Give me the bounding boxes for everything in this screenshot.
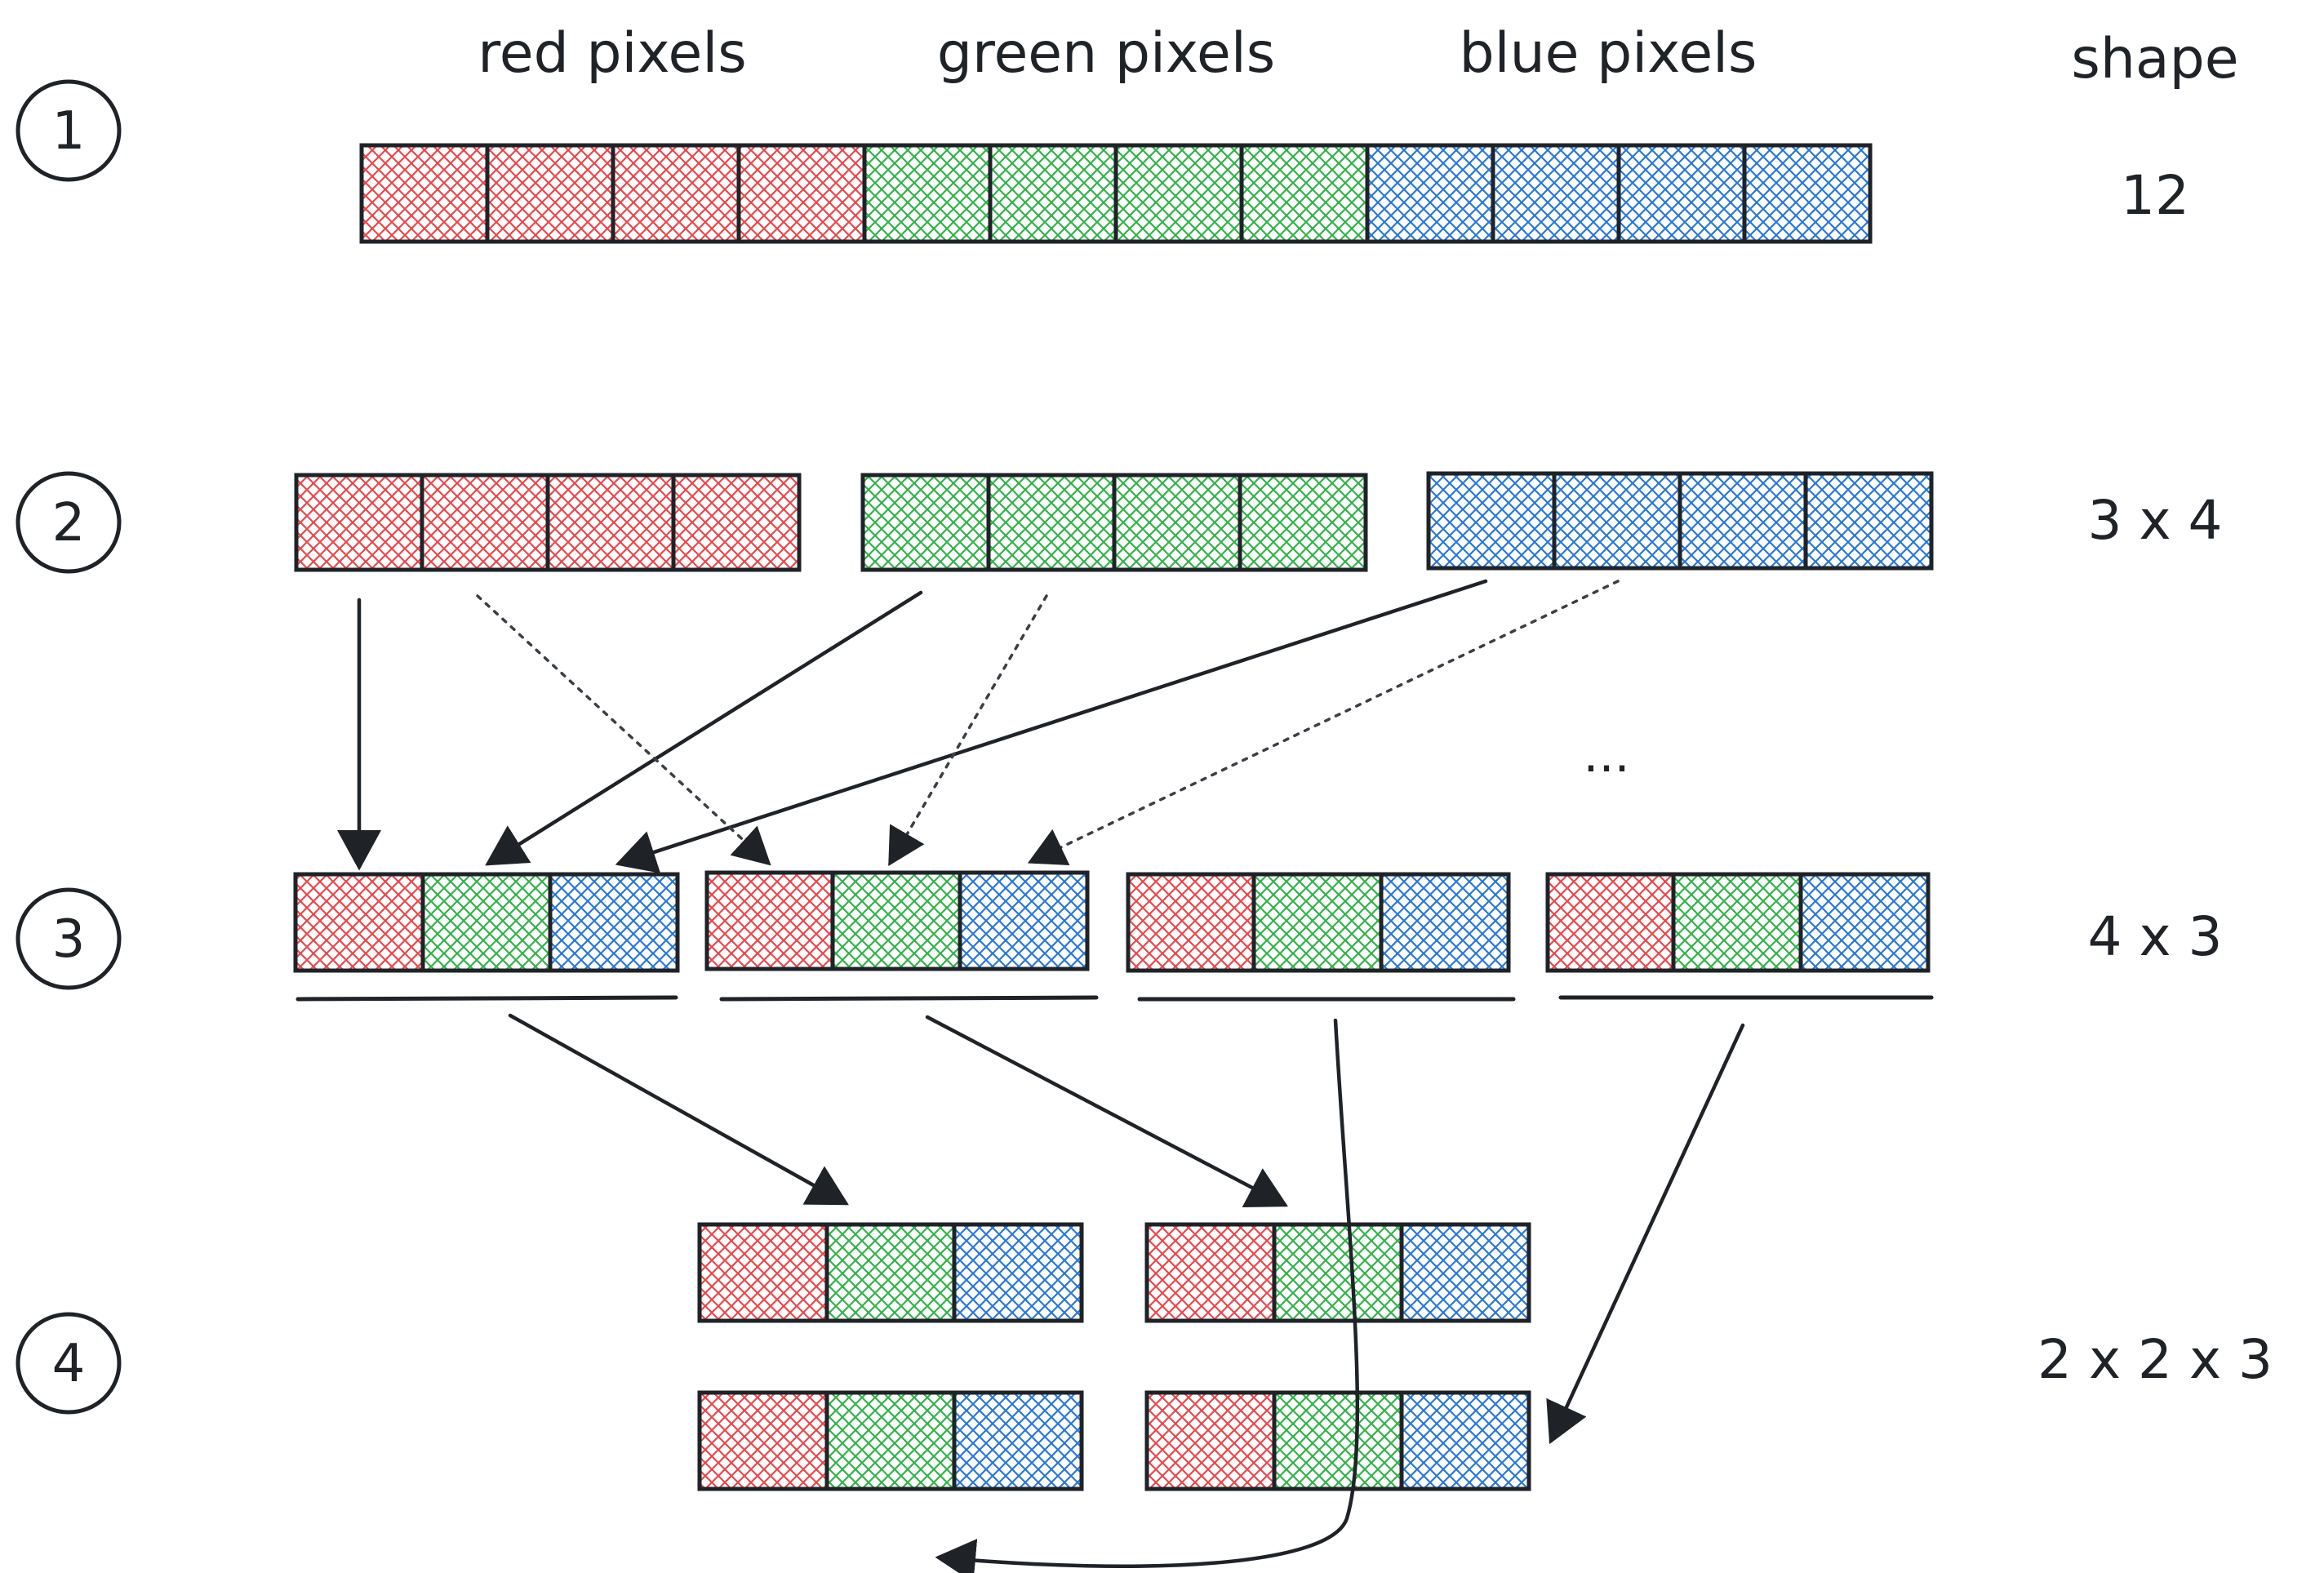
pixel-blue xyxy=(1742,143,1873,244)
row-3-pixel-group xyxy=(1126,872,1516,1002)
pixel-red xyxy=(294,473,424,572)
dotted-arrow-red-to-second-pixel xyxy=(476,594,771,866)
row-4-pixel-group xyxy=(1144,1390,1531,1491)
step-3-number: 3 xyxy=(52,909,86,970)
pixel-blue xyxy=(1399,1222,1531,1323)
row-2-green-channel xyxy=(860,473,1368,572)
row-3-pixel-group xyxy=(704,870,1099,1002)
pixel-green xyxy=(1251,872,1384,973)
pixel-green xyxy=(986,473,1117,572)
pixel-blue xyxy=(958,870,1090,971)
column-label-green: green pixels xyxy=(937,21,1275,86)
pixel-blue xyxy=(1552,471,1682,571)
dotted-arrows-row2-to-row3 xyxy=(476,580,1620,867)
column-label-blue: blue pixels xyxy=(1460,21,1757,86)
pixel-red xyxy=(293,872,425,973)
shape-label-step-1: 12 xyxy=(2121,164,2189,227)
step-2-marker: 2 xyxy=(16,471,122,574)
pixel-red xyxy=(1545,872,1676,973)
step-1-number: 1 xyxy=(52,101,86,162)
step-4-marker: 4 xyxy=(16,1312,122,1415)
pixel-red xyxy=(359,143,490,244)
pixel-green xyxy=(1238,473,1368,572)
arrow-blue-to-first-pixel xyxy=(615,579,1488,873)
arrow-group-3-to-grid xyxy=(935,1018,1360,1573)
pixel-red xyxy=(697,1390,829,1491)
arrow-group-2-to-grid xyxy=(925,1015,1288,1207)
row-2-blue-channel xyxy=(1426,471,1934,571)
step-1-marker: 1 xyxy=(16,79,122,182)
pixel-green xyxy=(1671,872,1803,973)
shape-label-step-4: 2 x 2 x 3 xyxy=(2037,1328,2273,1391)
pixel-green xyxy=(824,1390,957,1491)
pixel-blue xyxy=(1798,872,1931,973)
pixel-red xyxy=(671,473,802,572)
pixel-blue xyxy=(1426,471,1557,571)
pixel-green xyxy=(1112,473,1242,572)
pixel-green xyxy=(862,143,993,244)
shape-label-step-3: 4 x 3 xyxy=(2088,905,2223,968)
pixel-red xyxy=(485,143,615,244)
pixel-red xyxy=(420,473,550,572)
arrow-green-to-first-pixel xyxy=(485,590,923,866)
pixel-blue xyxy=(952,1222,1084,1323)
pixel-blue xyxy=(1365,143,1495,244)
pixel-blue xyxy=(952,1390,1084,1491)
pixel-green xyxy=(1272,1222,1404,1323)
row-4-pixel-group xyxy=(1144,1222,1531,1323)
pixel-green xyxy=(988,143,1118,244)
pixel-blue xyxy=(548,872,680,973)
group-underline xyxy=(719,995,1099,1002)
pixel-green xyxy=(420,872,553,973)
pixel-green xyxy=(860,473,991,572)
column-label-red: red pixels xyxy=(478,21,746,86)
pixel-red xyxy=(704,870,835,971)
row-3-pixel-group xyxy=(1545,872,1934,1000)
row-4-pixel-group xyxy=(697,1390,1084,1491)
pixel-red xyxy=(736,143,867,244)
step-4-number: 4 xyxy=(52,1334,86,1394)
pixel-red xyxy=(545,473,676,572)
ellipsis-more: ... xyxy=(1583,727,1629,784)
row-4-pixel-group xyxy=(697,1222,1084,1323)
pixel-green xyxy=(830,870,962,971)
arrows-row2-to-row3 xyxy=(337,579,1488,873)
shape-label-step-2: 3 x 4 xyxy=(2088,489,2223,552)
row-3-pixel-group xyxy=(293,872,680,1002)
step-3-marker: 3 xyxy=(16,887,122,990)
pixel-blue xyxy=(1616,143,1747,244)
group-underline xyxy=(295,995,678,1002)
pixel-green xyxy=(1113,143,1244,244)
pixel-blue xyxy=(1379,872,1511,973)
pixel-red xyxy=(697,1222,829,1323)
pixel-blue xyxy=(1399,1390,1531,1491)
dotted-arrow-green-to-second-pixel xyxy=(888,594,1048,867)
pixel-red xyxy=(1144,1222,1277,1323)
pixel-green xyxy=(1272,1390,1404,1491)
arrow-group-1-to-grid xyxy=(508,1013,849,1206)
column-label-shape: shape xyxy=(2071,27,2238,91)
step-2-number: 2 xyxy=(52,493,86,553)
pixel-blue xyxy=(1491,143,1621,244)
dotted-arrow-blue-to-second-pixel xyxy=(1027,580,1620,866)
row-1-flat-array xyxy=(359,143,1873,244)
row-2-red-channel xyxy=(294,473,802,572)
pixel-green xyxy=(824,1222,957,1323)
pixel-red xyxy=(1126,872,1256,973)
arrow-group-4-to-grid xyxy=(1546,1023,1745,1445)
pixel-red xyxy=(611,143,741,244)
pixel-blue xyxy=(1803,471,1934,571)
pixel-blue xyxy=(1677,471,1808,571)
pixel-green xyxy=(1239,143,1370,244)
pixel-red xyxy=(1144,1390,1277,1491)
arrows-row3-to-row4 xyxy=(508,1013,1745,1573)
